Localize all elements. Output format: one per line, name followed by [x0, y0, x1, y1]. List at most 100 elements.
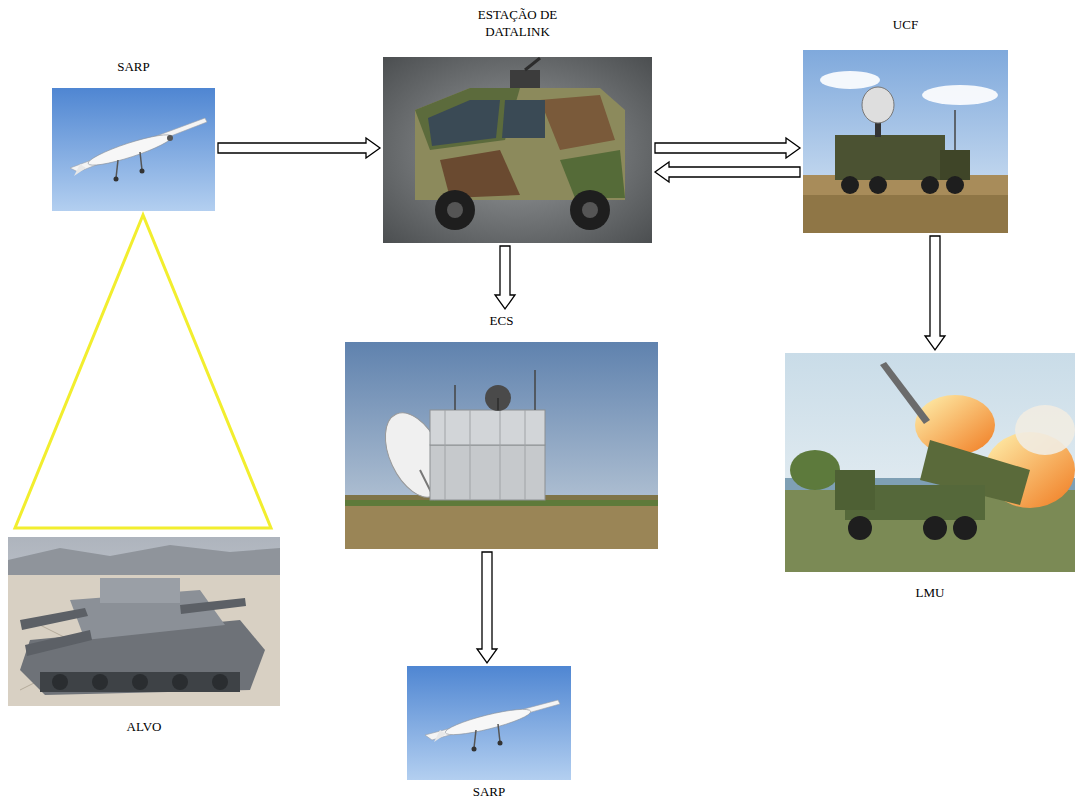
drone-photo-part — [52, 88, 215, 211]
drone-photo-part — [434, 730, 446, 742]
armored-vehicle-photo-part — [415, 88, 625, 200]
radar-truck-photo-part — [862, 87, 894, 123]
rocket-launcher-photo — [785, 353, 1075, 572]
radar-truck-photo-part — [841, 176, 859, 194]
drone-photo-part — [86, 130, 174, 171]
control-shelter-photo-part — [525, 410, 526, 500]
rocket-launcher-photo-part — [923, 516, 947, 540]
rocket-launcher-photo-part — [785, 353, 1075, 572]
control-shelter-photo-part — [345, 505, 658, 549]
armored-vehicle-photo-part — [447, 202, 463, 218]
tank-render-part — [172, 674, 188, 690]
tank-render — [8, 537, 280, 706]
node-label: ESTAÇÃO DE DATALINK — [460, 6, 575, 40]
drone-photo-part — [498, 741, 503, 746]
block-arrow — [655, 138, 800, 158]
drone-photo — [52, 88, 215, 211]
drone-photo-part — [74, 164, 86, 176]
drone-photo-part — [474, 730, 476, 748]
armored-vehicle-photo-part — [428, 100, 500, 146]
armored-vehicle-photo-part — [540, 95, 615, 150]
radar-truck-photo-part — [940, 150, 970, 180]
radar-truck-photo-part — [803, 175, 1008, 233]
node-label: LMU — [785, 584, 1075, 601]
control-shelter-photo-part — [345, 495, 658, 549]
drone-photo-part — [472, 747, 477, 752]
fire-control-node: UCF — [803, 16, 1008, 233]
tank-render-part — [52, 674, 68, 690]
tank-render-part — [8, 545, 280, 575]
radar-truck-photo-part — [835, 135, 945, 180]
control-shelter-photo — [345, 342, 658, 549]
target-node: ALVO — [8, 537, 280, 735]
control-shelter-photo-part — [454, 385, 456, 410]
radar-truck-photo-part — [869, 176, 887, 194]
rocket-launcher-photo-part — [835, 470, 875, 510]
armored-vehicle-photo-part — [582, 202, 598, 218]
armored-vehicle-photo-part — [502, 100, 545, 138]
rocket-launcher-photo-part — [880, 362, 930, 424]
tank-render-part — [8, 537, 280, 706]
block-arrow-shape — [925, 236, 945, 350]
drone-photo-part — [116, 160, 118, 178]
tank-render-part — [212, 674, 228, 690]
block-arrow — [655, 162, 800, 182]
drone-photo — [407, 666, 571, 780]
block-arrow-shape — [477, 552, 497, 663]
drone-photo-part — [114, 177, 119, 182]
control-shelter-photo-part — [345, 500, 658, 506]
drone-node: SARP — [407, 666, 571, 800]
control-shelter-photo-part — [497, 398, 499, 410]
control-shelter-photo-part — [445, 410, 446, 500]
armored-vehicle-photo-part — [510, 70, 540, 88]
node-label: ALVO — [8, 718, 280, 735]
drone-photo-part — [140, 152, 142, 170]
tank-render-part — [8, 575, 280, 706]
block-arrow — [218, 138, 380, 158]
node-label: UCF — [803, 16, 1008, 33]
rocket-launcher-photo-part — [848, 516, 872, 540]
radar-truck-photo-part — [803, 195, 1008, 233]
datalink-node: ESTAÇÃO DE DATALINK — [383, 6, 652, 243]
node-label: SARP — [407, 783, 571, 800]
block-arrow — [925, 236, 945, 350]
sensor-cone — [15, 215, 271, 528]
radar-truck-photo-part — [946, 176, 964, 194]
tank-render-part — [40, 672, 240, 692]
block-arrow — [477, 552, 497, 663]
rocket-launcher-photo-part — [953, 516, 977, 540]
radar-truck-photo-part — [954, 110, 956, 150]
tank-render-part — [132, 674, 148, 690]
control-station-node: ECS — [345, 312, 658, 549]
drone-photo-part — [167, 135, 173, 141]
control-shelter-photo-part — [500, 410, 501, 500]
control-shelter-photo-part — [470, 410, 471, 500]
radar-truck-photo-part — [820, 71, 880, 89]
node-label: SARP — [52, 58, 215, 75]
tank-render-part — [92, 674, 108, 690]
rocket-launcher-photo-part — [915, 395, 995, 455]
tank-render-part — [180, 598, 246, 614]
drone-photo-part — [140, 169, 145, 174]
armored-vehicle-photo-part — [435, 190, 475, 230]
radar-truck-photo-part — [921, 176, 939, 194]
control-shelter-photo-part — [430, 410, 545, 445]
tank-render-part — [25, 630, 92, 656]
drone-photo-part — [498, 724, 500, 742]
armored-vehicle-photo — [383, 57, 652, 243]
drone-photo-part — [444, 705, 533, 740]
drone-node: SARP — [52, 58, 215, 211]
block-arrow-shape — [218, 138, 380, 158]
control-shelter-photo-part — [485, 385, 511, 411]
control-shelter-photo-part — [534, 370, 536, 410]
radar-truck-photo — [803, 50, 1008, 233]
block-arrow-shape — [655, 162, 800, 182]
control-shelter-photo-part — [430, 445, 545, 500]
drone-photo-part — [407, 666, 571, 780]
rocket-launcher-photo-part — [1015, 405, 1075, 455]
rocket-launcher-photo-part — [790, 450, 840, 490]
armored-vehicle-photo-part — [570, 190, 610, 230]
radar-truck-photo-part — [922, 85, 998, 105]
